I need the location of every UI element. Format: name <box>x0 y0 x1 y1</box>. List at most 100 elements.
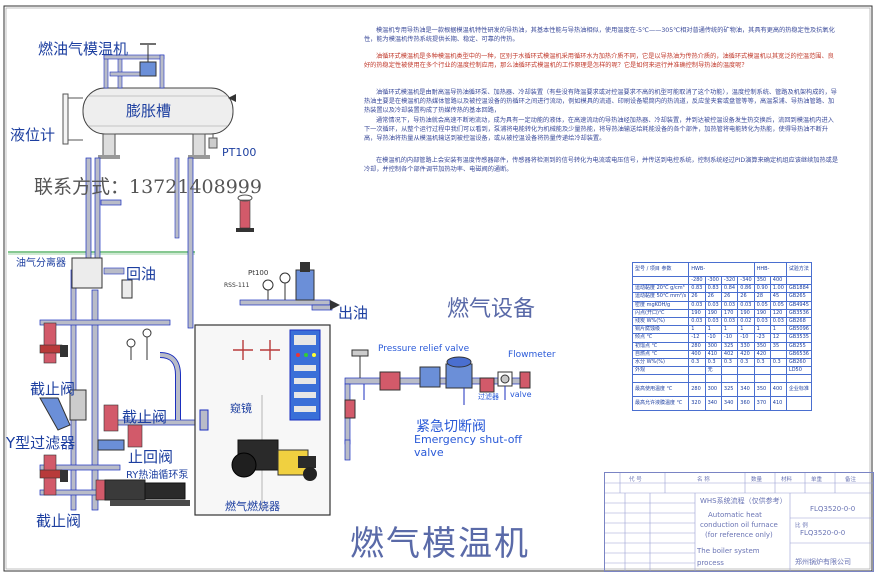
table-cell <box>753 366 771 376</box>
tb-name-en1: Automatic heat <box>708 511 762 519</box>
table-cell: 运动黏度 20℃ g/cm³ <box>631 284 690 294</box>
table-cell <box>785 374 812 384</box>
table-cell: 360 <box>737 396 755 412</box>
table-cell: 370 <box>753 396 771 412</box>
tb-name-cn: WHS系统流程（仅供参考） <box>700 497 787 505</box>
table-cell: 280 <box>688 382 706 398</box>
table-cell: 1 <box>737 325 755 335</box>
big-title: 燃气模温机 <box>350 524 530 564</box>
table-cell <box>769 374 787 384</box>
y-strainer <box>39 389 87 431</box>
table-cell: 1 <box>704 325 722 335</box>
table-cell: 26 <box>704 292 722 302</box>
table-col-head: -280 -300 -320 -340 350 400 <box>631 275 812 286</box>
table-cell: 1 <box>753 325 771 335</box>
table-cell <box>631 374 690 384</box>
table-row <box>631 374 812 384</box>
tb-col-qty: 数量 <box>751 477 763 483</box>
tank-top-piping <box>103 54 165 89</box>
table-cell: 402 <box>720 349 739 359</box>
table-cell: 0.03 <box>737 300 755 310</box>
label-fuel-gas-module: 燃油气模温机 <box>38 40 129 58</box>
table-cell: 最高允许液膜温度 ℃ <box>631 396 690 412</box>
table-cell <box>753 374 771 384</box>
gas-equipment-line <box>344 349 531 461</box>
tb-drawing-no-2: FLQ3520-0-0 <box>800 529 846 537</box>
label-pt100-mid: Pt100 <box>248 269 269 277</box>
table-cell: -10 <box>737 333 755 343</box>
table-cell: 0.3 <box>769 357 787 368</box>
table-cell: 初馏点 ℃ <box>631 341 690 351</box>
expansion-tank <box>62 87 236 159</box>
table-cell: 0.83 <box>688 284 706 294</box>
table-cell: 120 <box>769 308 787 318</box>
table-cell: 企业标准 <box>785 382 812 398</box>
table-cell: 自燃点 ℃ <box>631 349 690 359</box>
table-cell: 35 <box>769 341 787 351</box>
table-cell: 300 <box>704 341 722 351</box>
label-gas-burner: 燃气燃烧器 <box>225 500 280 513</box>
table-cell: 190 <box>688 308 706 318</box>
table-cell: 1 <box>769 325 787 335</box>
table-cell: 0.03 <box>753 316 771 327</box>
label-valve: valve <box>510 390 532 399</box>
label-oil-gas-separator: 油气分离器 <box>16 258 66 269</box>
pt100-sensor-top <box>208 134 218 149</box>
table-cell: 0.84 <box>720 284 739 294</box>
outlet-valves <box>239 262 340 311</box>
table-test-method: 试验方法 <box>785 262 812 277</box>
isolated-gate-valve <box>236 194 254 232</box>
table-cell: 400 <box>769 382 787 398</box>
table-cell: 330 <box>737 341 755 351</box>
label-stop-valve-1: 截止阀 <box>30 380 76 398</box>
table-cell: 325 <box>720 341 739 351</box>
table-cell: GB265 <box>785 292 812 302</box>
table-cell <box>720 374 739 384</box>
label-level-gauge: 液位计 <box>10 126 56 144</box>
tb-col-code: 代 号 <box>629 477 642 483</box>
table-cell: 残炭 W%(%) <box>631 316 690 327</box>
table-cell: GB3535 <box>785 333 812 343</box>
table-cell: 0.03 <box>704 316 722 327</box>
label-pump: RY热油循环泵 <box>126 470 189 481</box>
parameter-table: 型号 / 项目 参数 HWB- HHB- 试验方法 -280 -300 -320… <box>631 262 812 412</box>
label-gas-equipment: 燃气设备 <box>447 297 536 322</box>
label-y-filter: Y型过滤器 <box>6 434 76 452</box>
label-filter: 过滤器 <box>478 393 499 401</box>
table-cell: 0.90 <box>753 284 771 294</box>
tb-name-en2: conduction oil furnace <box>700 521 778 529</box>
tb-company: 郑州锅炉有限公司 <box>795 558 851 566</box>
table-cell: 水分 W%(%) <box>631 357 690 368</box>
table-cell: 0.3 <box>704 357 722 368</box>
paragraph-1: 模温机专用导热油是一款根据模温机特性研发的导热油，其基本性能与导热油相似，使用温… <box>364 27 835 43</box>
table-cell: 0.05 <box>753 300 771 310</box>
circulation-pump <box>104 479 190 506</box>
label-emergency-cn: 紧急切断阀 <box>416 419 486 435</box>
table-cell: 密度 mgKOH/g <box>631 300 690 310</box>
table-cell: 420 <box>753 349 771 359</box>
title-block-grid <box>605 473 873 571</box>
table-cell: 0.3 <box>720 357 739 368</box>
table-cell: 0.02 <box>737 316 755 327</box>
left-valve-stack <box>39 322 68 496</box>
contact-info: 联系方式：13721408999 <box>34 176 262 198</box>
table-cell: 420 <box>737 349 755 359</box>
label-rss: RSS-111 <box>224 282 250 289</box>
table-cell: 0.86 <box>737 284 755 294</box>
table-cell: 1.00 <box>769 284 787 294</box>
table-cell <box>688 366 706 376</box>
table-series-a: HWB- <box>688 262 755 277</box>
label-return-oil: 回油 <box>126 265 157 283</box>
tb-name-en3: (for reference only) <box>705 531 773 539</box>
table-cell: 0.03 <box>688 316 706 327</box>
